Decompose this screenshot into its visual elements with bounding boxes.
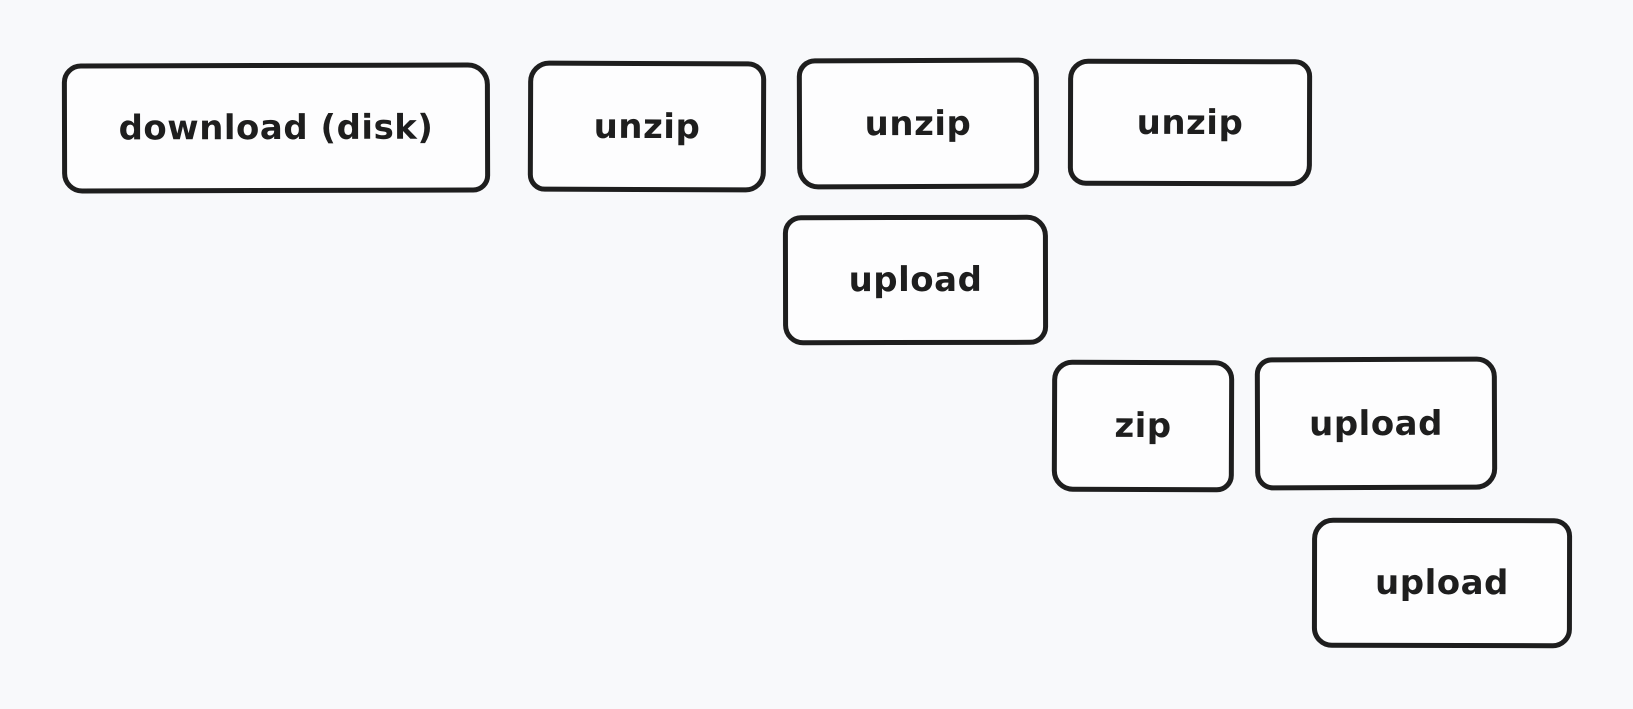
task-box-upload-3[interactable]: upload [1311,517,1573,649]
task-label: upload [848,259,983,301]
task-box-download-disk[interactable]: download (disk) [61,62,491,194]
task-box-unzip-1[interactable]: unzip [527,60,767,193]
task-label: unzip [1136,102,1244,143]
task-label: upload [1309,403,1443,444]
task-label: zip [1114,405,1172,447]
task-box-unzip-2[interactable]: unzip [796,57,1040,190]
task-box-unzip-3[interactable]: unzip [1067,58,1313,187]
task-box-upload-1[interactable]: upload [782,214,1049,346]
task-label: unzip [593,106,701,147]
task-label: unzip [864,103,972,144]
task-label: download (disk) [118,107,434,149]
task-box-upload-2[interactable]: upload [1254,356,1498,491]
task-box-zip[interactable]: zip [1051,359,1235,493]
task-label: upload [1375,562,1509,604]
